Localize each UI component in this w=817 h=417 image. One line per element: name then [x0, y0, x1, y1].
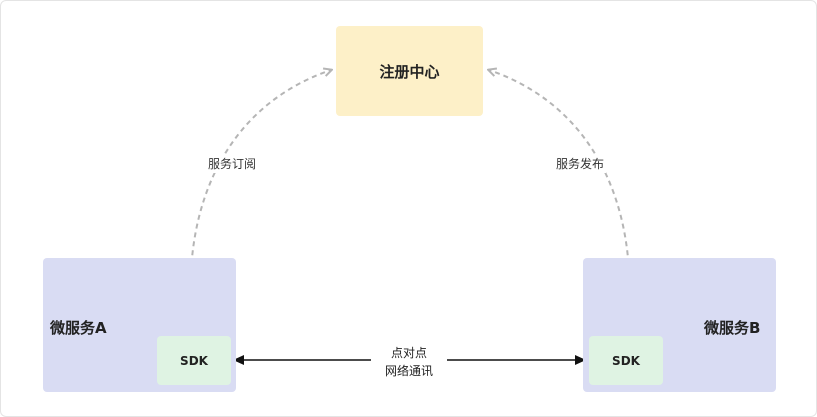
subscribe-edge-label: 服务订阅: [206, 155, 259, 173]
registry-center-node: 注册中心: [336, 26, 483, 116]
service-a-sdk: SDK: [157, 336, 231, 385]
p2p-edge-label-line1: 点对点: [390, 346, 427, 360]
p2p-edge-label: 点对点 网络通讯: [371, 344, 447, 380]
publish-edge-label: 服务发布: [554, 155, 607, 173]
publish-connector: [489, 70, 631, 337]
service-a-label: 微服务A: [50, 319, 107, 337]
p2p-edge-label-line2: 网络通讯: [384, 364, 433, 378]
service-a-sdk-label: SDK: [180, 353, 208, 368]
service-b-sdk: SDK: [589, 336, 663, 385]
registry-center-label: 注册中心: [379, 62, 440, 81]
subscribe-connector: [189, 70, 331, 337]
service-b-label: 微服务B: [704, 319, 761, 337]
service-b-sdk-label: SDK: [612, 353, 640, 368]
